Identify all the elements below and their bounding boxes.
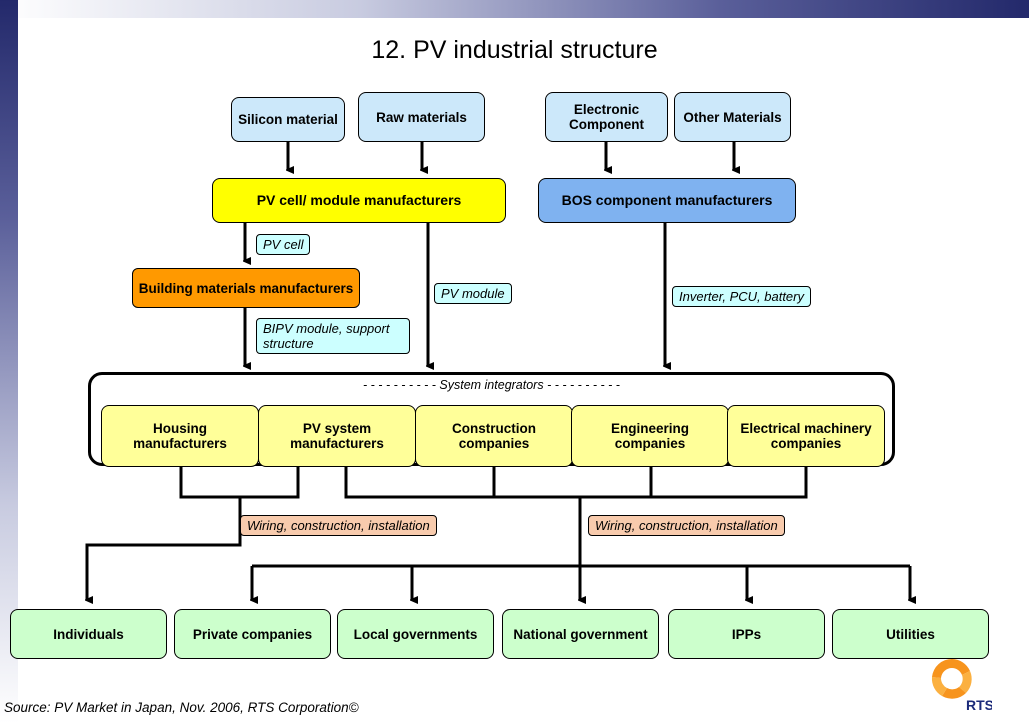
bos-component-manufacturers-box: BOS component manufacturers xyxy=(538,178,796,223)
pv-cell-module-manufacturers-box: PV cell/ module manufacturers xyxy=(212,178,506,223)
integrator-engineering-companies: Engineering companies xyxy=(571,405,729,467)
integrator-electrical-machinery-companies: Electrical machinery companies xyxy=(727,405,885,467)
raw-materials-box: Raw materials xyxy=(358,92,485,142)
integrator-pv-system-manufacturers: PV system manufacturers xyxy=(258,405,416,467)
customer-private-companies: Private companies xyxy=(174,609,331,659)
rts-logo-text: RTS xyxy=(966,697,992,713)
inverter-pcu-battery-label: Inverter, PCU, battery xyxy=(672,286,811,307)
slide-canvas xyxy=(18,18,1029,723)
customer-national-government: National government xyxy=(502,609,659,659)
other-materials-box: Other Materials xyxy=(674,92,791,142)
source-citation: Source: PV Market in Japan, Nov. 2006, R… xyxy=(4,700,359,715)
customer-utilities: Utilities xyxy=(832,609,989,659)
rts-logo: RTS xyxy=(931,658,992,713)
system-integrators-title: - - - - - - - - - - System integrators -… xyxy=(363,378,620,392)
wiring-construction-installation-label-right: Wiring, construction, installation xyxy=(588,515,785,536)
slide-side-bar xyxy=(0,0,18,723)
bipv-module-label: BIPV module, support structure xyxy=(256,318,410,354)
branch-individuals xyxy=(87,497,242,600)
slide-title: 12. PV industrial structure xyxy=(371,36,658,64)
slide-header-bar xyxy=(0,0,1029,18)
branch-right xyxy=(344,466,808,499)
silicon-material-box: Silicon material xyxy=(231,97,345,142)
integrator-construction-companies: Construction companies xyxy=(415,405,573,467)
building-materials-manufacturers-box: Building materials manufacturers xyxy=(132,268,360,308)
pv-cell-label: PV cell xyxy=(256,234,311,255)
electronic-component-box: Electronic Component xyxy=(545,92,668,142)
pv-module-label: PV module xyxy=(434,283,512,304)
integrator-housing-manufacturers: Housing manufacturers xyxy=(101,405,259,467)
customer-individuals: Individuals xyxy=(10,609,167,659)
customer-local-governments: Local governments xyxy=(337,609,494,659)
customer-ipps: IPPs xyxy=(668,609,825,659)
wiring-construction-installation-label-left: Wiring, construction, installation xyxy=(240,515,437,536)
branch-left xyxy=(179,466,300,499)
